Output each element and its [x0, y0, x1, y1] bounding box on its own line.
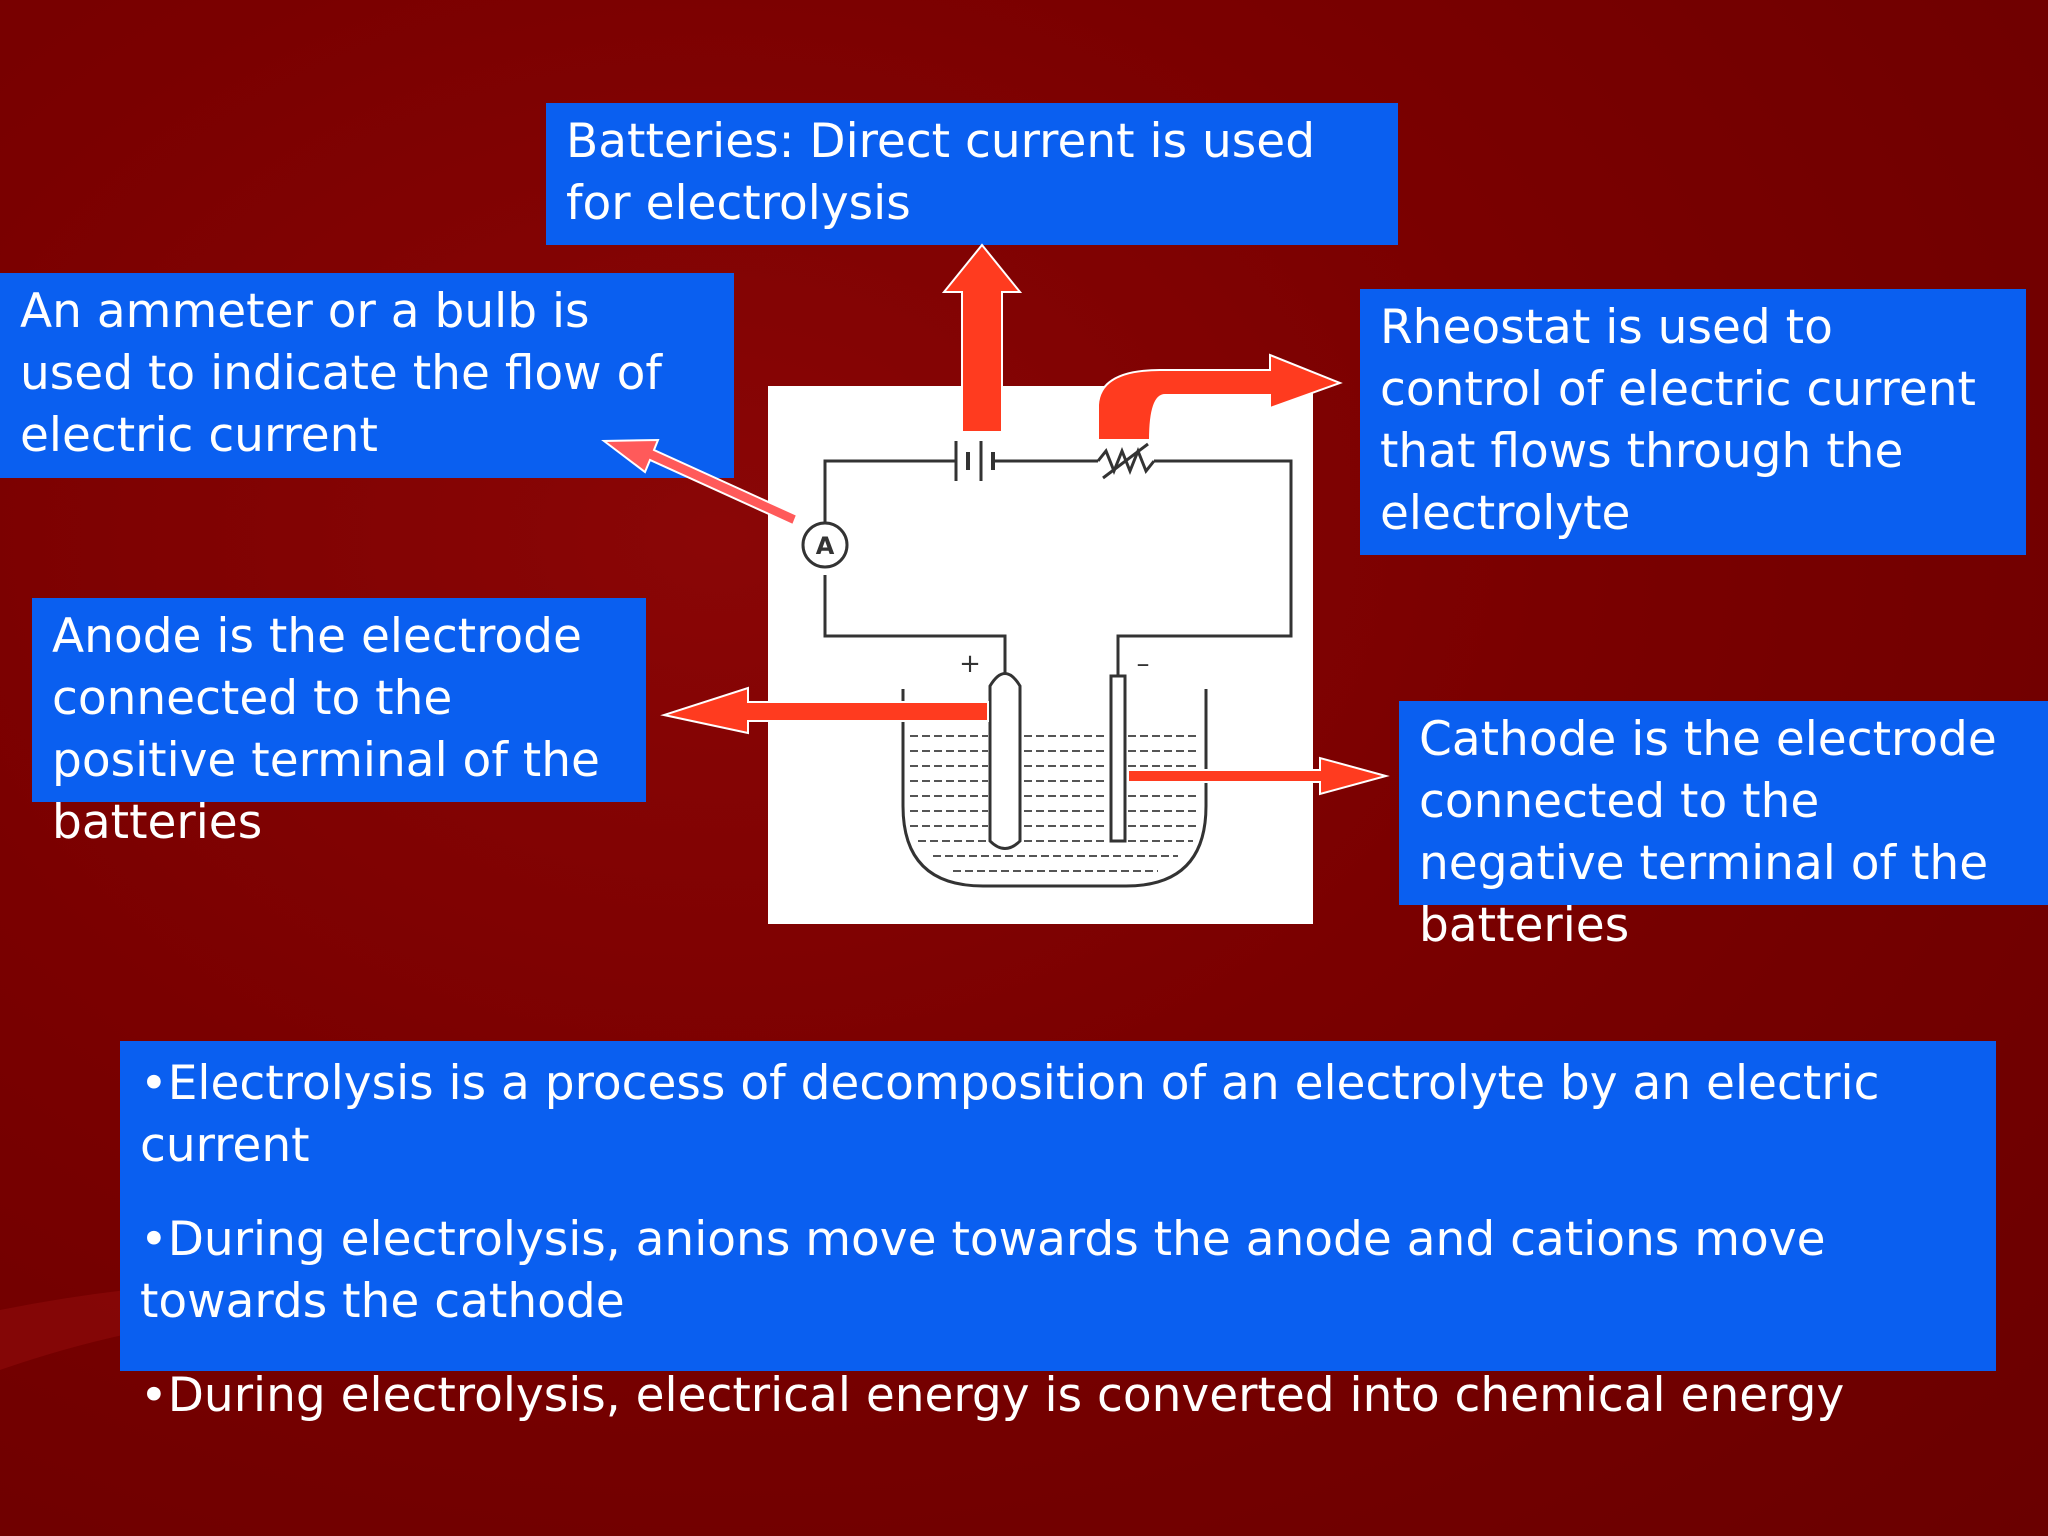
cathode-callout: Cathode is the electrode connected to th…	[1399, 701, 2048, 953]
summary-box: •Electrolysis is a process of decomposit…	[120, 1041, 1996, 1423]
summary-point-1: •Electrolysis is a process of decomposit…	[140, 1056, 1880, 1173]
electrolysis-circuit-diagram: A + –	[768, 386, 1313, 924]
circuit-drawing: A + –	[801, 441, 1293, 888]
rheostat-callout: Rheostat is used to control of electric …	[1360, 289, 2026, 555]
beaker	[901, 689, 1208, 888]
summary-point-3: •During electrolysis, electrical energy …	[140, 1368, 1845, 1423]
batteries-callout: Batteries: Direct current is used for el…	[546, 103, 1398, 245]
summary-point-2: •During electrolysis, anions move toward…	[140, 1212, 1826, 1329]
negative-sign: –	[1137, 649, 1150, 679]
wire-top-left	[823, 459, 956, 545]
wire-right	[1116, 459, 1293, 681]
ammeter-callout: An ammeter or a bulb is used to indicate…	[0, 273, 734, 478]
ammeter-icon	[801, 521, 849, 569]
electrolyte-liquid	[910, 735, 1200, 872]
positive-sign: +	[959, 649, 981, 679]
anode-electrode	[988, 672, 1022, 850]
anode-callout: Anode is the electrode connected to the …	[32, 598, 646, 850]
cathode-electrode	[1109, 674, 1127, 843]
ammeter-label: A	[816, 532, 835, 560]
wire-left	[823, 575, 1007, 676]
rheostat-slider	[1102, 442, 1149, 480]
